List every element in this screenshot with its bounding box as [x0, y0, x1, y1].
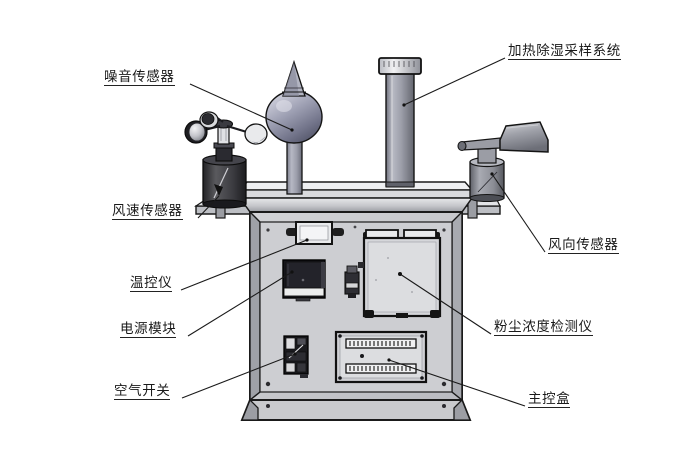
leader-air-switch	[181, 353, 296, 399]
relay-module	[344, 265, 360, 298]
leader-dust-detector	[399, 273, 492, 335]
cabinet-base	[240, 398, 472, 421]
label-wind-speed-sensor: 风速传感器	[112, 203, 183, 221]
label-power-module: 电源模块	[120, 321, 177, 339]
label-temperature-controller: 温控仪	[130, 275, 173, 293]
leader-power-module	[187, 271, 293, 337]
dust-detector-unit	[358, 229, 442, 318]
leader-temperature-controller	[180, 239, 308, 291]
leader-noise-sensor	[189, 83, 293, 131]
leader-wind-direction-sensor	[491, 173, 546, 253]
power-module-unit	[282, 259, 326, 302]
cabinet-assembly	[194, 181, 501, 421]
leader-main-control-box	[388, 359, 526, 407]
cabinet-canopy	[238, 181, 474, 213]
noise-sensor	[265, 59, 323, 195]
label-main-control-box: 主控盒	[528, 391, 571, 409]
main-control-box-unit	[334, 330, 428, 384]
temperature-controller-unit	[286, 221, 344, 245]
wind-direction-sensor	[457, 121, 549, 202]
leader-wind-speed-sensor	[197, 195, 220, 219]
label-heating-sampler: 加热除湿采样系统	[508, 43, 621, 61]
heating-dehumidification-sampler	[378, 57, 422, 188]
leader-lines	[180, 57, 546, 407]
label-dust-detector: 粉尘浓度检测仪	[494, 319, 593, 337]
label-noise-sensor: 噪音传感器	[104, 69, 175, 87]
label-air-switch: 空气开关	[114, 383, 171, 401]
leader-heating-sampler	[403, 57, 506, 106]
label-wind-direction-sensor: 风向传感器	[548, 237, 619, 255]
leader-endpoints	[214, 103, 494, 362]
